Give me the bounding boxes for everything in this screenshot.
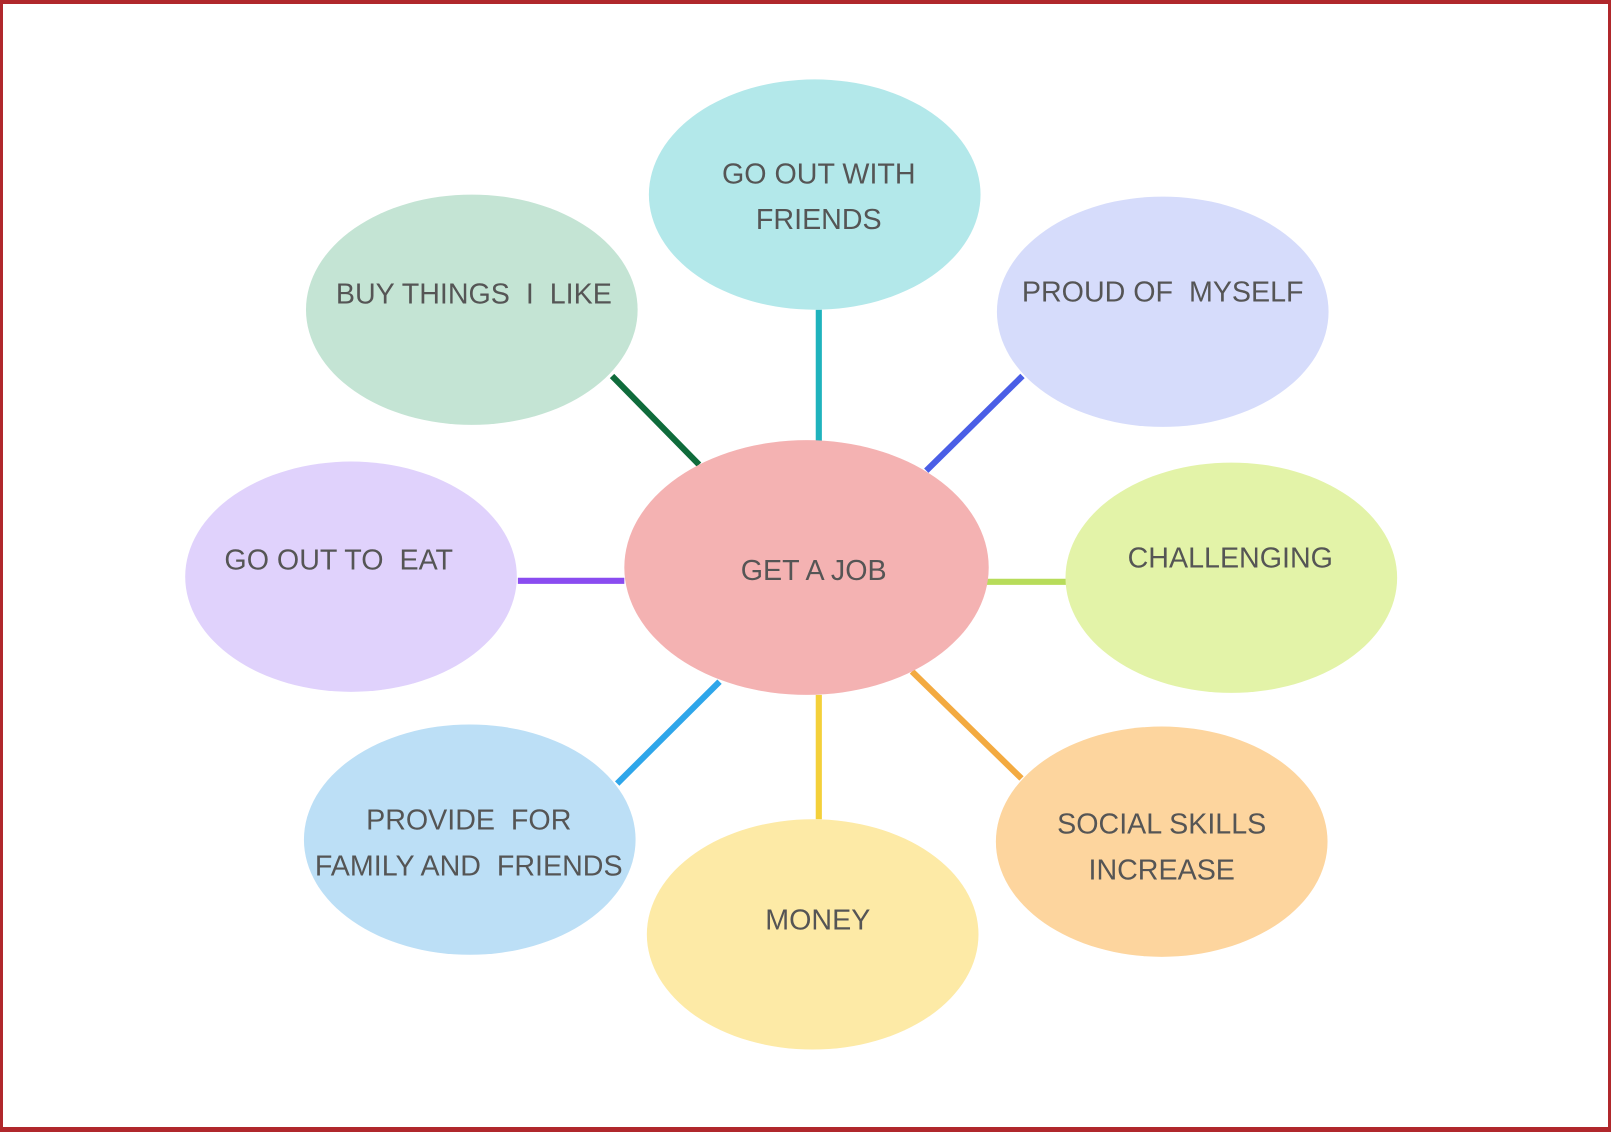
connector-line bbox=[609, 373, 702, 467]
idea-label: PROVIDE FOR bbox=[366, 804, 571, 836]
idea-bubble bbox=[648, 79, 981, 310]
center-node: GET A JOB bbox=[624, 440, 989, 695]
idea-label: SOCIAL SKILLS bbox=[1057, 809, 1266, 841]
idea-label: GO OUT WITH bbox=[722, 158, 916, 190]
idea-bubble bbox=[1065, 462, 1398, 693]
idea-label: MONEY bbox=[765, 904, 870, 936]
idea-label: BUY THINGS I LIKE bbox=[336, 279, 612, 311]
idea-bubble bbox=[646, 819, 979, 1050]
idea-node: GO OUT WITH FRIENDS bbox=[648, 79, 981, 310]
connector-line bbox=[614, 679, 722, 786]
mind-map-canvas: GO OUT WITH FRIENDS PROUD OF MYSELF CHALLEN… bbox=[185, 79, 1398, 1050]
center-bubble bbox=[624, 440, 989, 695]
idea-bubble bbox=[303, 724, 636, 955]
idea-bubble bbox=[305, 194, 638, 425]
idea-node: MONEY bbox=[646, 819, 979, 1050]
idea-bubble bbox=[995, 726, 1328, 957]
idea-label: CHALLENGING bbox=[1128, 543, 1333, 575]
idea-node: SOCIAL SKILLS INCREASE bbox=[995, 726, 1328, 957]
idea-label: GO OUT TO EAT bbox=[224, 545, 453, 577]
idea-node: PROVIDE FOR FAMILY AND FRIENDS bbox=[303, 724, 636, 955]
idea-node: CHALLENGING bbox=[1065, 462, 1398, 693]
idea-label: FAMILY AND FRIENDS bbox=[315, 850, 623, 882]
idea-bubble bbox=[185, 461, 517, 692]
idea-node: PROUD OF MYSELF bbox=[996, 196, 1329, 427]
idea-node: BUY THINGS I LIKE bbox=[305, 194, 638, 425]
idea-bubble bbox=[996, 196, 1329, 427]
idea-label: INCREASE bbox=[1088, 854, 1234, 886]
connector-line bbox=[909, 669, 1024, 781]
center-label: GET A JOB bbox=[741, 555, 887, 587]
idea-label: PROUD OF MYSELF bbox=[1022, 277, 1304, 309]
idea-node: GO OUT TO EAT bbox=[185, 461, 517, 692]
connector-line bbox=[924, 373, 1025, 473]
idea-label: FRIENDS bbox=[756, 204, 882, 236]
